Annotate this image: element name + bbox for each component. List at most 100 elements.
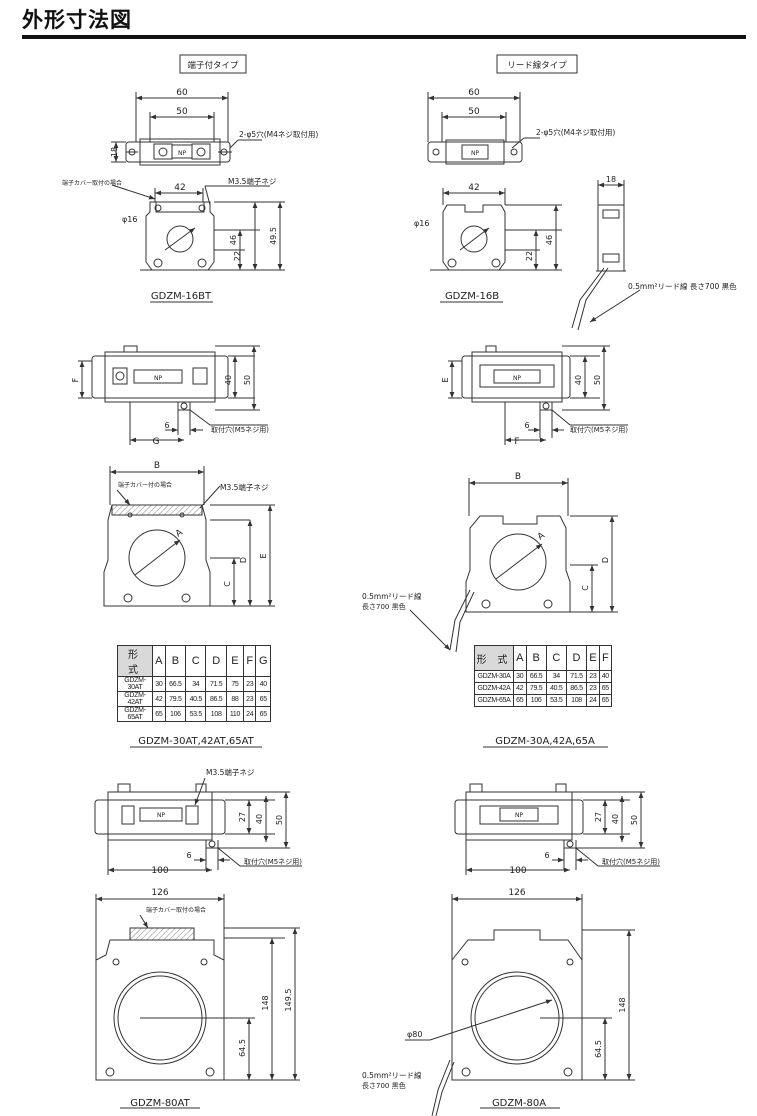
table-cell: 34: [545, 670, 567, 683]
dim-126: 126: [508, 888, 525, 898]
gdzm-80at-front-view: [95, 894, 300, 1109]
dim-18: 18: [110, 147, 119, 157]
title-underline: [22, 35, 746, 39]
dim-c: C: [223, 581, 232, 587]
gdzm-a-top-view: [448, 345, 628, 445]
dim-6: 6: [544, 851, 549, 860]
table-row: GDZM-30A 30 66.5 34 71.5 23 40: [474, 670, 613, 683]
table-header: E: [586, 645, 600, 671]
gdzm-80a-front-view: [405, 894, 635, 1116]
dim-e: E: [259, 553, 268, 558]
model-80at: GDZM-80AT: [130, 1098, 190, 1109]
dim-126: 126: [151, 888, 168, 898]
table-cell: 53.5: [185, 706, 207, 722]
np-label: NP: [157, 812, 165, 819]
np-label: NP: [515, 812, 523, 819]
dim-22: 22: [233, 251, 242, 261]
page-title: 外形寸法図: [22, 8, 132, 32]
table-header: B: [164, 645, 187, 677]
dim-a: A: [536, 530, 547, 542]
dim-d: D: [239, 557, 248, 563]
type-label-box: [179, 54, 247, 74]
table-cell: 40: [598, 670, 613, 683]
table-cell: 23: [242, 676, 257, 692]
dim-49-5: 49.5: [269, 227, 278, 245]
dim-50: 50: [630, 815, 639, 825]
table-cell: 30: [513, 670, 527, 683]
table-cell: 79.5: [164, 691, 187, 707]
dim-e: E: [441, 377, 450, 382]
gdzm-at-top-view: [78, 345, 268, 445]
lead-note-1: 0.5mm²リード線: [362, 591, 422, 601]
table-header: A: [152, 645, 166, 677]
screw-note: M3.5端子ネジ: [228, 176, 277, 186]
table-header: 形 式: [117, 645, 153, 677]
lead-note-1: 0.5mm²リード線: [362, 1070, 422, 1080]
gdzm-at-front-view: [103, 466, 275, 607]
phi16: φ16: [122, 215, 137, 224]
dim-100: 100: [151, 866, 168, 876]
table-header: C: [185, 645, 207, 677]
table-header: E: [225, 645, 245, 677]
table-cell: 23: [242, 691, 257, 707]
cover-note: 端子カバー取付の場合: [146, 906, 206, 914]
table-cell: 65: [513, 694, 527, 707]
table-cell: 75: [225, 676, 245, 692]
table-cell: 24: [242, 706, 257, 722]
table-cell: 30: [152, 676, 166, 692]
table-row: GDZM-42A 42 79.5 40.5 86.5 23 65: [474, 682, 613, 695]
mount-note: 取付穴(M5ネジ用): [602, 857, 660, 866]
table-cell: GDZM-65AT: [117, 706, 153, 722]
dim-50: 50: [468, 107, 480, 117]
table-header: C: [545, 645, 567, 671]
dim-6: 6: [186, 851, 191, 860]
dim-50: 50: [243, 375, 252, 385]
table-cell: 79.5: [525, 682, 547, 695]
dim-d: D: [601, 557, 610, 563]
dim-6: 6: [164, 421, 169, 430]
dimension-table-a: 形 式 A B C D E F GDZM-30A 30 66.5 34 71.5…: [474, 645, 613, 707]
dim-40: 40: [574, 375, 583, 385]
table-cell: 108: [205, 706, 227, 722]
phi16: φ16: [414, 219, 429, 228]
table-header-row: 形 式 A B C D E F: [474, 645, 613, 671]
dim-60: 60: [176, 88, 188, 98]
dim-g: G: [153, 437, 160, 447]
dim-50: 50: [275, 815, 284, 825]
dim-40: 40: [224, 375, 233, 385]
mount-note: 取付穴(M5ネジ用): [211, 425, 269, 434]
dim-100: 100: [509, 866, 526, 876]
gdzm-a-front-view: [409, 478, 618, 653]
table-header: A: [513, 645, 527, 671]
lead-note-2: 長さ700 黒色: [362, 602, 406, 611]
table-cell: GDZM-65A: [474, 694, 514, 707]
dim-6: 6: [524, 421, 529, 430]
caption-at: GDZM-30AT,42AT,65AT: [138, 736, 254, 747]
table-cell: 88: [225, 691, 245, 707]
mount-note: 取付穴(M5ネジ用): [570, 425, 628, 434]
np-label: NP: [513, 375, 521, 382]
table-cell: 65: [598, 694, 613, 707]
table-cell: GDZM-30AT: [117, 676, 153, 692]
dim-f: F: [514, 437, 519, 447]
lead-note: 0.5mm²リード線 長さ700 黒色: [628, 281, 737, 291]
table-cell: 108: [565, 694, 588, 707]
table-cell: 42: [513, 682, 527, 695]
type-label-box: [496, 54, 578, 74]
table-cell: 65: [152, 706, 166, 722]
dim-148: 148: [261, 995, 270, 1010]
table-cell: 65: [255, 706, 271, 722]
table-header: G: [255, 645, 271, 677]
table-row: GDZM-42AT 42 79.5 40.5 86.5 88 23 65: [117, 691, 271, 707]
phi80: φ80: [407, 1030, 422, 1039]
table-header: F: [598, 645, 613, 671]
table-cell: 53.5: [545, 694, 567, 707]
table-header: B: [525, 645, 547, 671]
table-cell: GDZM-30A: [474, 670, 514, 683]
table-cell: 34: [185, 676, 207, 692]
caption-a: GDZM-30A,42A,65A: [495, 736, 595, 747]
type-label-lead: リード線タイプ: [507, 60, 567, 71]
model-16bt: GDZM-16BT: [151, 291, 212, 302]
